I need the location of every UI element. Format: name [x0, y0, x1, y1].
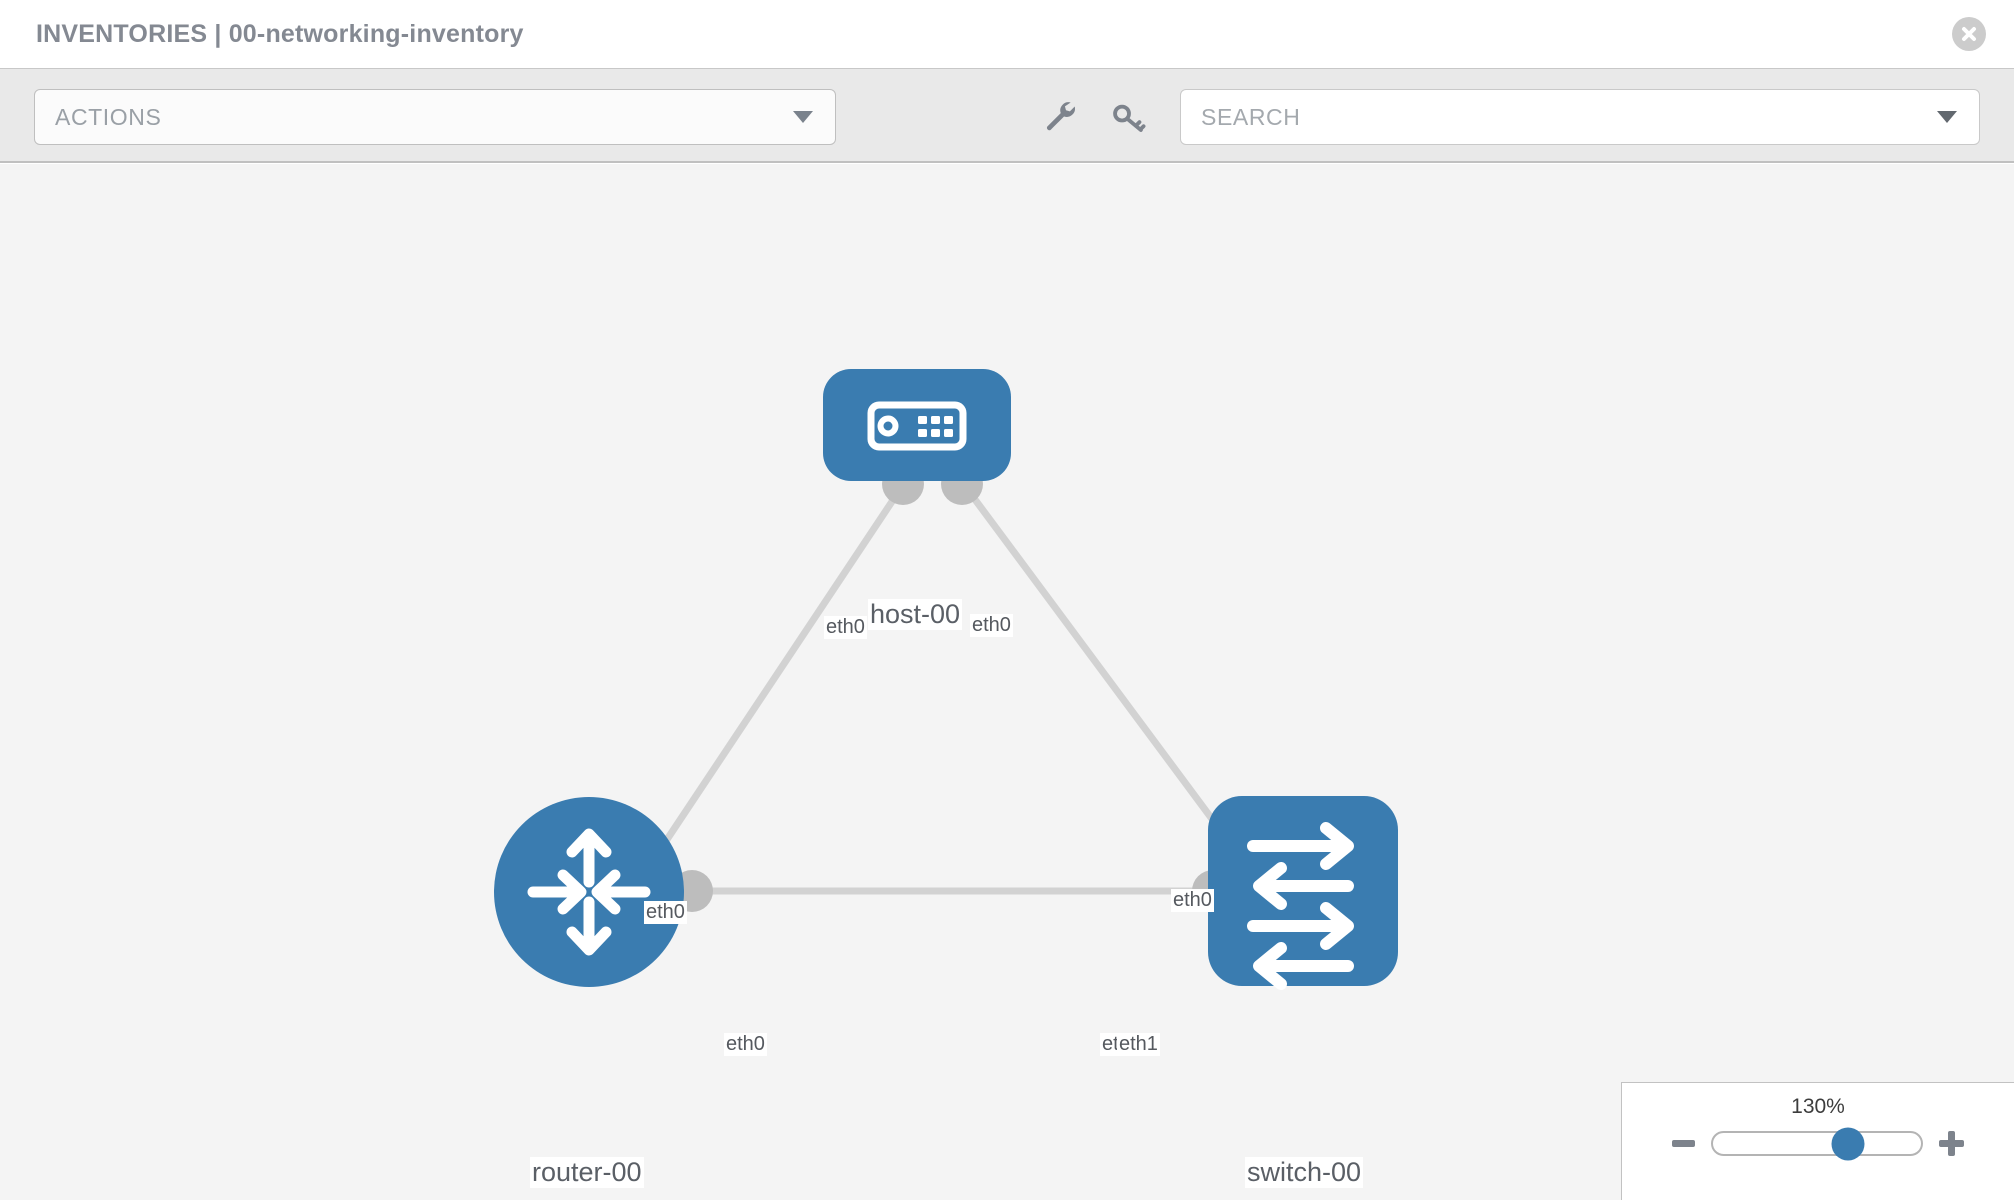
- actions-dropdown[interactable]: ACTIONS: [34, 89, 836, 145]
- zoom-level-value: 130%: [1791, 1095, 1845, 1118]
- zoom-slider[interactable]: [1711, 1127, 1923, 1160]
- page-header: INVENTORIES | 00-networking-inventory: [0, 0, 2014, 68]
- topology-canvas[interactable]: host-00 router-00 switch-00 eth0 eth0 et…: [0, 164, 2014, 1200]
- close-icon[interactable]: [1952, 17, 1986, 51]
- chevron-down-icon: [793, 111, 813, 123]
- search-input[interactable]: SEARCH: [1180, 89, 1980, 145]
- switch-arrows-icon: [1247, 822, 1354, 990]
- search-placeholder: SEARCH: [1201, 103, 1301, 130]
- server-icon: [867, 401, 967, 451]
- minus-icon[interactable]: [1672, 1140, 1695, 1147]
- page-title: INVENTORIES | 00-networking-inventory: [36, 19, 524, 48]
- plus-icon[interactable]: [1939, 1131, 1964, 1156]
- edge-label-router-up: eth0: [644, 901, 687, 924]
- topology-graph: [494, 369, 1398, 990]
- toolbar: ACTIONS SEARCH: [0, 68, 2014, 163]
- node-switch-00: [1208, 796, 1398, 990]
- chevron-down-icon: [1937, 111, 1957, 123]
- zoom-slider-handle[interactable]: [1831, 1127, 1865, 1160]
- edge-label-host-left: eth0: [824, 616, 867, 639]
- node-router-00: [494, 797, 684, 987]
- edge-host-switch: [959, 479, 1238, 853]
- router-arrows-icon: [527, 828, 651, 956]
- node-label-switch: switch-00: [1245, 1157, 1364, 1188]
- edge-label-host-right: eth0: [970, 614, 1013, 637]
- wrench-icon[interactable]: [1040, 97, 1082, 139]
- key-icon[interactable]: [1108, 97, 1150, 139]
- connector-group: [671, 463, 1257, 912]
- edge-host-router: [657, 480, 908, 852]
- actions-dropdown-label: ACTIONS: [55, 103, 162, 130]
- node-host-00: [823, 369, 1011, 481]
- edge-group: [657, 479, 1238, 895]
- node-label-host: host-00: [868, 599, 963, 630]
- node-label-router: router-00: [530, 1157, 644, 1188]
- edge-label-router-right: eth0: [724, 1033, 767, 1056]
- zoom-control-panel: 130%: [1621, 1082, 2014, 1200]
- edge-label-switch-left-b: eth1: [1117, 1033, 1160, 1056]
- edge-label-switch-up: eth0: [1171, 889, 1214, 912]
